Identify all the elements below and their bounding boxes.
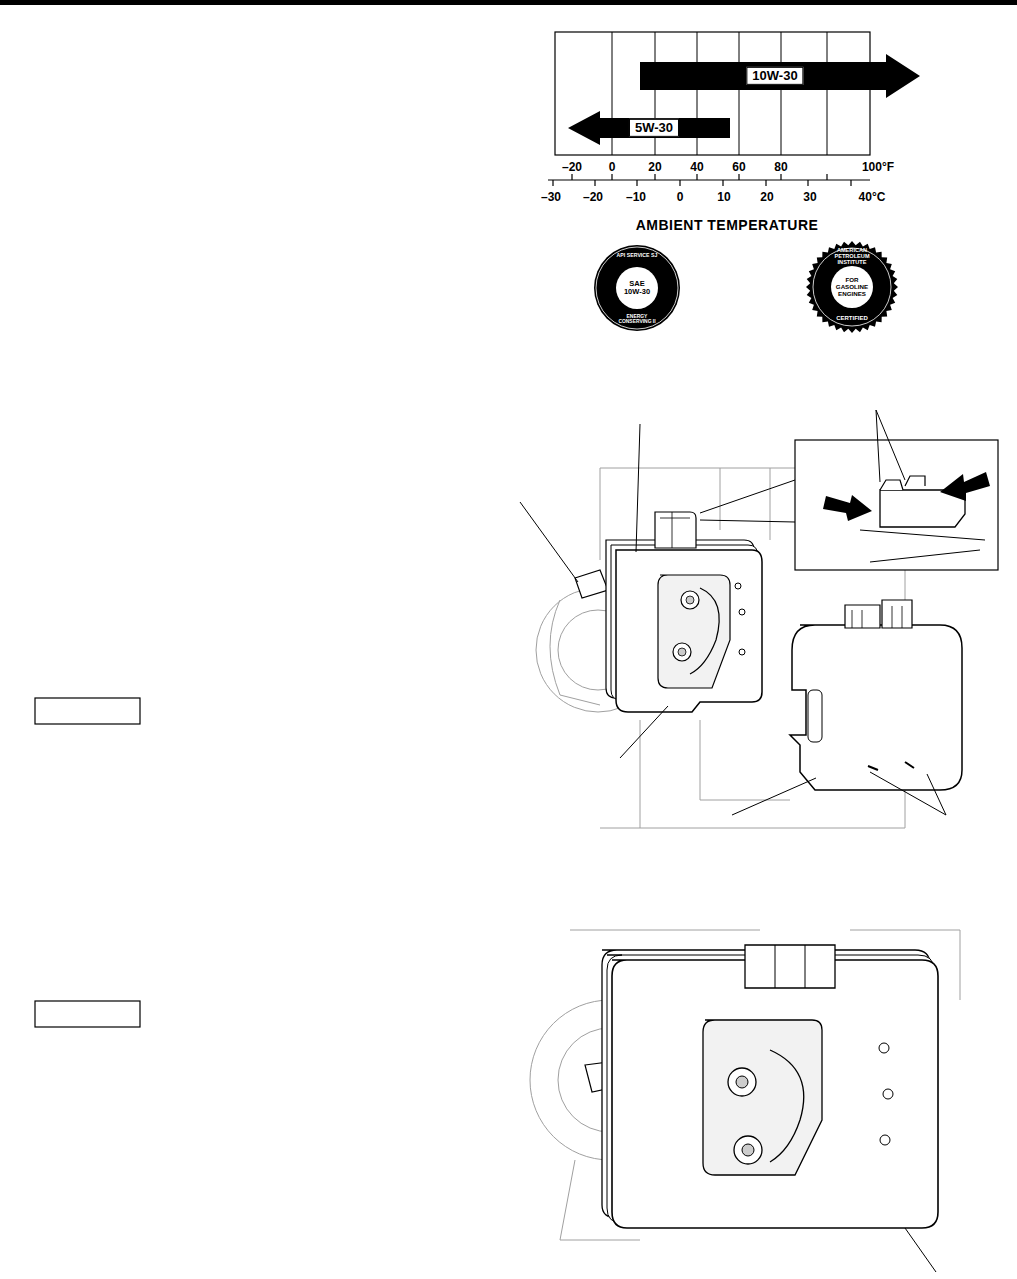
axis-label: 10	[717, 191, 730, 204]
press-arrow	[940, 472, 990, 501]
api-starburst	[806, 241, 898, 333]
hole	[879, 1043, 889, 1053]
axis-label: –20	[583, 191, 603, 204]
mark-text: FOR GASOLINE ENGINES	[834, 277, 870, 297]
axis-label: 60	[732, 161, 745, 174]
hole	[739, 609, 745, 615]
axis-label: –20	[562, 161, 582, 174]
axis-label: 40°C	[859, 191, 886, 204]
tab-clip	[655, 512, 696, 548]
air-cleaner-cover	[790, 625, 962, 790]
hole	[735, 583, 741, 589]
axis-label: 0	[609, 161, 616, 174]
chart-grid	[555, 32, 870, 155]
oil-range-arrow	[640, 54, 920, 98]
press-arrow	[823, 495, 872, 521]
top-rule	[0, 0, 1017, 5]
leader-line	[905, 1228, 936, 1272]
nut	[734, 1136, 762, 1164]
axis-label: 40	[690, 161, 703, 174]
hole	[739, 649, 745, 655]
breather-tube	[770, 1050, 804, 1162]
air-cleaner-base	[616, 550, 762, 712]
symbol-text: API SERVICE SJ	[610, 253, 664, 259]
api-starburst	[831, 266, 873, 308]
axis-label: –30	[541, 191, 561, 204]
cover-tab	[745, 945, 835, 988]
nut	[678, 648, 686, 656]
hole	[880, 1135, 890, 1145]
mark-text: AMERICAN PETROLEUM INSTITUTE	[827, 247, 877, 265]
oil-grade-arrow: 5W-30	[568, 111, 730, 145]
cover-tab	[852, 606, 902, 628]
note-box	[35, 698, 140, 724]
api-donut	[594, 245, 680, 331]
cover-tab	[775, 945, 805, 988]
leader-line	[520, 410, 946, 815]
nut	[673, 643, 691, 661]
clamp-lever	[575, 570, 608, 598]
detail-base	[860, 530, 985, 562]
temperature-axis	[548, 174, 870, 186]
cover-opening	[703, 1020, 822, 1175]
nut	[742, 1144, 754, 1156]
note-box	[35, 1001, 140, 1027]
tab-clip	[660, 512, 690, 548]
axis-label: 30	[803, 191, 816, 204]
api-donut	[596, 247, 678, 329]
oil-range-arrow	[568, 111, 730, 145]
cover-slot	[808, 690, 822, 742]
oil-grade: 5W-30	[629, 119, 679, 137]
axis-title: AMBIENT TEMPERATURE	[636, 218, 819, 233]
oil-grade-arrow: 10W-30	[640, 54, 920, 98]
axis-label: 20	[760, 191, 773, 204]
inset-pointer	[700, 480, 795, 522]
nut	[686, 596, 694, 604]
api-donut	[616, 267, 658, 309]
axis-label: 20	[648, 161, 661, 174]
cover-tab	[845, 600, 912, 628]
detail-clip-tab	[880, 476, 925, 490]
api-service-symbol: API SERVICE SJ SAE 10W-30ENERGY CONSERVIN…	[593, 244, 681, 332]
nut	[736, 1076, 748, 1088]
base-opening	[658, 575, 730, 688]
nut	[681, 591, 699, 609]
axis-label: 0	[677, 191, 684, 204]
api-certification-mark: AMERICAN PETROLEUM INSTITUTE FOR GASOLINE…	[806, 241, 898, 333]
engine-outline	[530, 930, 960, 1240]
symbol-text: ENERGY CONSERVING II	[612, 314, 662, 325]
oil-grade: 10W-30	[746, 67, 803, 85]
air-cleaner-cover	[612, 960, 938, 1228]
hole	[883, 1089, 893, 1099]
axis-label: 100°F	[862, 161, 894, 174]
cover-slot	[868, 762, 914, 770]
symbol-text: SAE 10W-30	[620, 280, 654, 297]
mark-text: CERTIFIED	[827, 315, 877, 322]
axis-label: 80	[774, 161, 787, 174]
nut	[728, 1068, 756, 1096]
axis-label: –10	[626, 191, 646, 204]
